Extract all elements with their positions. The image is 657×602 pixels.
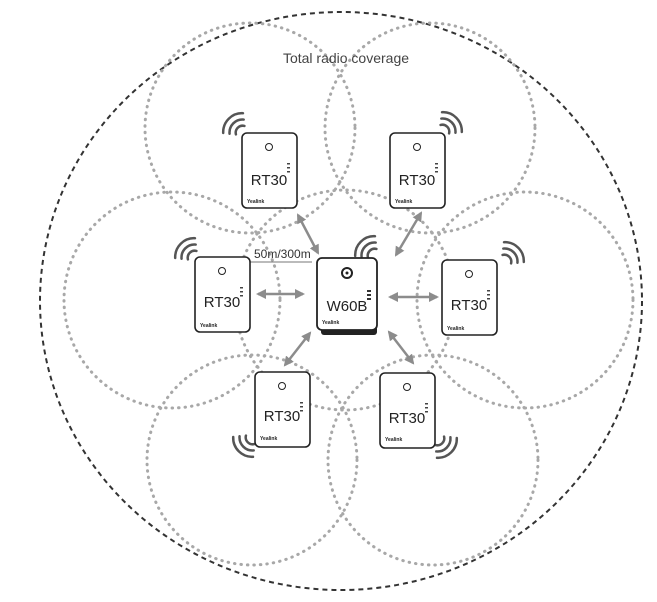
device-body bbox=[241, 132, 298, 209]
status-led-icon bbox=[240, 287, 243, 297]
device-brand: Yealink bbox=[385, 437, 402, 443]
device-brand: Yealink bbox=[247, 199, 264, 205]
power-button-icon bbox=[465, 270, 473, 278]
link-arrow bbox=[387, 330, 415, 365]
status-led-icon bbox=[345, 271, 349, 275]
device-model: RT30 bbox=[204, 294, 240, 311]
device-model: W60B bbox=[327, 298, 368, 315]
wifi-signal-icon bbox=[173, 236, 198, 261]
range-circle bbox=[145, 353, 359, 567]
power-button-icon bbox=[403, 383, 411, 391]
power-button-icon bbox=[218, 267, 226, 275]
device-brand: Yealink bbox=[395, 199, 412, 205]
device-brand: Yealink bbox=[447, 326, 464, 332]
wifi-signal-icon bbox=[353, 234, 378, 259]
repeater-device: RT30 Yealink bbox=[194, 256, 251, 333]
device-body bbox=[389, 132, 446, 209]
range-circle bbox=[143, 21, 357, 235]
base-station-device: W60B Yealink bbox=[316, 257, 378, 335]
coverage-label: Total radio coverage bbox=[283, 50, 409, 66]
wifi-signal-icon bbox=[501, 240, 526, 265]
power-button-icon bbox=[265, 143, 273, 151]
wifi-signal-icon bbox=[439, 110, 464, 135]
device-model: RT30 bbox=[389, 410, 425, 427]
device-body bbox=[254, 371, 311, 448]
repeater-device: RT30 Yealink bbox=[254, 371, 311, 448]
link-arrow bbox=[283, 331, 312, 367]
device-brand: Yealink bbox=[322, 320, 339, 326]
link-arrow bbox=[296, 213, 320, 255]
repeater-device: RT30 Yealink bbox=[441, 259, 498, 336]
wifi-signal-icon bbox=[231, 434, 256, 459]
device-brand: Yealink bbox=[260, 436, 277, 442]
signal-waves bbox=[173, 110, 526, 460]
status-led-icon bbox=[287, 163, 290, 173]
power-button-icon bbox=[413, 143, 421, 151]
total-coverage-boundary bbox=[39, 11, 643, 591]
repeater-device: RT30 Yealink bbox=[379, 372, 436, 449]
repeater-device: RT30 Yealink bbox=[389, 132, 446, 209]
device-model: RT30 bbox=[451, 297, 487, 314]
power-button-icon bbox=[278, 382, 286, 390]
status-led-icon bbox=[487, 290, 490, 300]
link-arrow bbox=[394, 211, 423, 257]
status-led-icon bbox=[367, 290, 371, 300]
device-model: RT30 bbox=[251, 172, 287, 189]
device-body bbox=[194, 256, 251, 333]
device-body bbox=[441, 259, 498, 336]
device-model: RT30 bbox=[399, 172, 435, 189]
status-led-icon bbox=[435, 163, 438, 173]
device-model: RT30 bbox=[264, 408, 300, 425]
device-brand: Yealink bbox=[200, 323, 217, 329]
range-circle bbox=[326, 353, 540, 567]
repeater-device: RT30 Yealink bbox=[241, 132, 298, 209]
device-body bbox=[379, 372, 436, 449]
wifi-signal-icon bbox=[434, 435, 459, 460]
status-led-icon bbox=[300, 402, 303, 412]
range-circle bbox=[323, 21, 537, 235]
range-circle bbox=[62, 190, 282, 410]
distance-label: 50m/300m bbox=[254, 247, 311, 261]
connection-arrows bbox=[256, 211, 439, 367]
device-body bbox=[316, 257, 378, 331]
wifi-signal-icon bbox=[221, 111, 246, 136]
status-led-icon bbox=[425, 403, 428, 413]
